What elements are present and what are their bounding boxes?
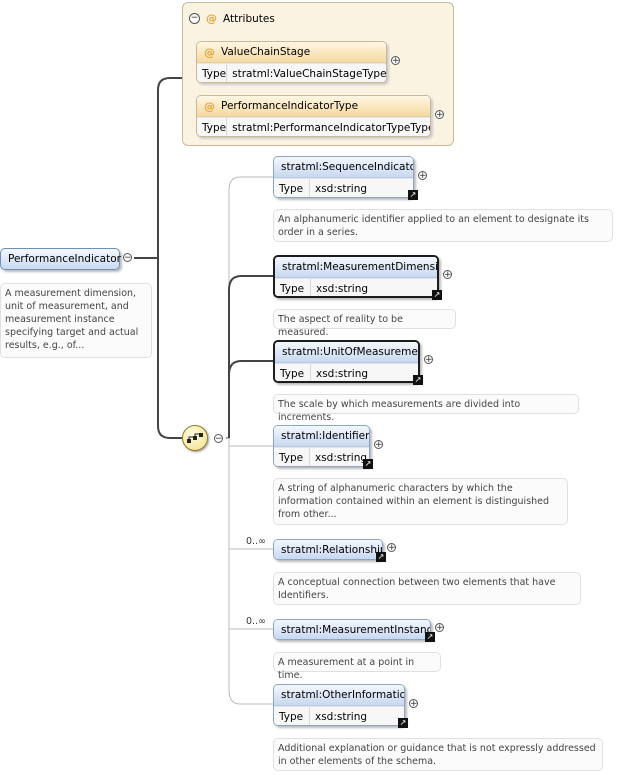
type-label: Type — [274, 448, 310, 466]
attributes-label: Attributes — [223, 12, 275, 25]
attribute-icon: @ — [206, 12, 217, 25]
root-element-doc: A measurement dimension, unit of measure… — [0, 283, 152, 358]
element-box-relationship[interactable]: stratml:Relationship — [273, 539, 383, 560]
attribute-name: ValueChainStage — [221, 46, 311, 58]
element-box-sequenceindicator[interactable]: stratml:SequenceIndicator Type xsd:string — [273, 156, 414, 198]
reference-icon[interactable]: ↗ — [432, 290, 442, 300]
element-doc: The aspect of reality to be measured. — [273, 309, 456, 338]
reference-icon[interactable]: ↗ — [398, 718, 408, 728]
element-name: stratml:OtherInformation — [274, 685, 404, 706]
reference-icon[interactable]: ↗ — [408, 190, 418, 200]
element-name: stratml:UnitOfMeasurement — [275, 342, 418, 363]
element-name: stratml:MeasurementDimension — [275, 257, 437, 278]
expand-icon[interactable]: + — [391, 56, 400, 66]
element-name: stratml:Relationship — [274, 540, 382, 559]
type-value: xsd:string — [315, 451, 368, 464]
element-doc: A conceptual connection between two elem… — [273, 572, 581, 605]
collapse-icon[interactable]: − — [214, 434, 223, 444]
attribute-box-performanceindicatortype[interactable]: @ PerformanceIndicatorType Type stratml:P… — [196, 95, 431, 137]
reference-icon[interactable]: ↗ — [363, 459, 373, 469]
expand-icon[interactable]: + — [435, 623, 444, 633]
reference-icon[interactable]: ↗ — [376, 552, 386, 562]
type-value: xsd:string — [316, 367, 369, 380]
element-doc: A string of alphanumeric characters by w… — [273, 478, 568, 525]
expand-icon[interactable]: + — [387, 543, 396, 553]
collapse-icon[interactable]: − — [123, 253, 132, 263]
type-label: Type — [197, 118, 228, 136]
collapse-icon[interactable]: − — [189, 13, 200, 24]
root-element-name: PerformanceIndicator — [8, 253, 121, 265]
type-value: stratml:ValueChainStageType — [232, 67, 387, 80]
attribute-box-valuechainstage[interactable]: @ ValueChainStage Type stratml:ValueChain… — [196, 41, 387, 83]
attribute-icon: @ — [204, 45, 215, 59]
type-label: Type — [275, 279, 311, 296]
element-box-measurementdimension[interactable]: stratml:MeasurementDimension Type xsd:str… — [273, 255, 439, 298]
element-box-otherinformation[interactable]: stratml:OtherInformation Type xsd:string — [273, 684, 405, 726]
element-doc: A measurement at a point in time. — [273, 652, 441, 681]
type-value: xsd:string — [315, 710, 368, 723]
expand-icon[interactable]: + — [424, 355, 433, 365]
expand-icon[interactable]: + — [418, 171, 427, 181]
reference-icon[interactable]: ↗ — [425, 632, 435, 642]
type-value: stratml:PerformanceIndicatorTypeType — [232, 121, 431, 134]
expand-icon[interactable]: + — [374, 440, 383, 450]
root-element-box[interactable]: PerformanceIndicator — [0, 248, 121, 270]
element-box-identifier[interactable]: stratml:Identifier Type xsd:string — [273, 425, 370, 467]
element-doc: Additional explanation or guidance that … — [273, 738, 603, 771]
expand-icon[interactable]: + — [409, 699, 418, 709]
attribute-icon: @ — [204, 99, 215, 113]
expand-icon[interactable]: + — [435, 110, 444, 120]
type-label: Type — [197, 64, 228, 82]
sequence-compositor-icon[interactable] — [182, 425, 208, 451]
expand-icon[interactable]: + — [443, 270, 452, 280]
element-box-unitofmeasurement[interactable]: stratml:UnitOfMeasurement Type xsd:string — [273, 340, 420, 383]
type-value: xsd:string — [316, 282, 369, 295]
type-label: Type — [274, 707, 310, 725]
element-name: stratml:SequenceIndicator — [274, 157, 413, 178]
reference-icon[interactable]: ↗ — [413, 375, 423, 385]
type-value: xsd:string — [315, 182, 368, 195]
occurrence-label: 0..∞ — [246, 616, 266, 627]
element-name: stratml:Identifier — [274, 426, 369, 447]
occurrence-label: 0..∞ — [246, 536, 266, 547]
element-box-measurementinstance[interactable]: stratml:MeasurementInstance — [273, 619, 431, 640]
element-name: stratml:MeasurementInstance — [274, 620, 430, 639]
type-label: Type — [274, 179, 310, 197]
attribute-name: PerformanceIndicatorType — [221, 100, 359, 112]
type-label: Type — [275, 364, 311, 381]
element-doc: An alphanumeric identifier applied to an… — [273, 209, 613, 242]
element-doc: The scale by which measurements are divi… — [273, 394, 579, 423]
